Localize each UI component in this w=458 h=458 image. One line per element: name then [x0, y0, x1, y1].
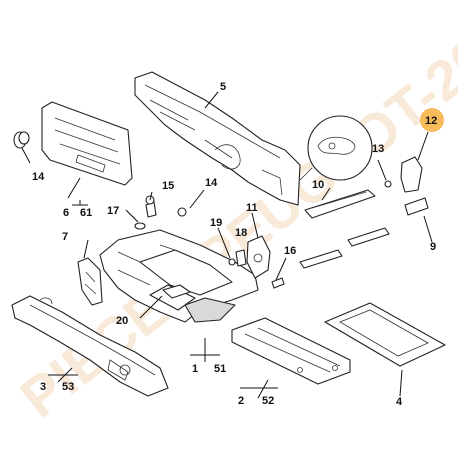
- label-17: 17: [107, 205, 119, 217]
- part-10-rail: [299, 115, 376, 219]
- label-52: 52: [262, 395, 274, 407]
- label-4: 4: [396, 396, 403, 408]
- label-11: 11: [246, 202, 258, 214]
- leader-lines: [21, 91, 433, 399]
- label-12: 12: [425, 115, 437, 127]
- part-12-bracket: [400, 156, 423, 193]
- label-19: 19: [210, 217, 222, 229]
- part-5-dash-panel: [134, 71, 301, 206]
- label-61: 61: [80, 207, 92, 219]
- small-hardware: [134, 180, 392, 299]
- label-16: 16: [284, 245, 296, 257]
- part-labels: 5 14 6 61 15 14 17 11 19 18 7 16 20 1 51…: [32, 81, 437, 408]
- label-51: 51: [214, 363, 226, 375]
- label-20: 20: [116, 315, 128, 327]
- label-14-left: 14: [32, 171, 45, 183]
- label-1: 1: [192, 363, 198, 375]
- label-14-mid: 14: [205, 177, 218, 189]
- part-2-floor-plate: [231, 317, 351, 385]
- part-3-crossmember: [11, 295, 169, 397]
- label-18: 18: [235, 227, 247, 239]
- label-6: 6: [63, 207, 69, 219]
- label-15: 15: [162, 180, 174, 192]
- label-3: 3: [40, 381, 46, 393]
- label-10: 10: [312, 179, 324, 191]
- part-11-latch: [246, 235, 271, 279]
- highlight-marker: [420, 108, 444, 132]
- part-4-tray: [324, 302, 446, 367]
- label-7: 7: [62, 231, 68, 243]
- label-13: 13: [372, 143, 384, 155]
- label-2: 2: [238, 395, 244, 407]
- label-53: 53: [62, 381, 74, 393]
- part-9-clips: [299, 197, 429, 269]
- part-6-side-panel: [13, 101, 133, 186]
- watermark-text: PIECES-PEUGEOT-205.COM: [9, 0, 458, 429]
- label-9: 9: [430, 241, 436, 253]
- label-5: 5: [220, 81, 226, 93]
- part-7-bracket: [77, 257, 103, 306]
